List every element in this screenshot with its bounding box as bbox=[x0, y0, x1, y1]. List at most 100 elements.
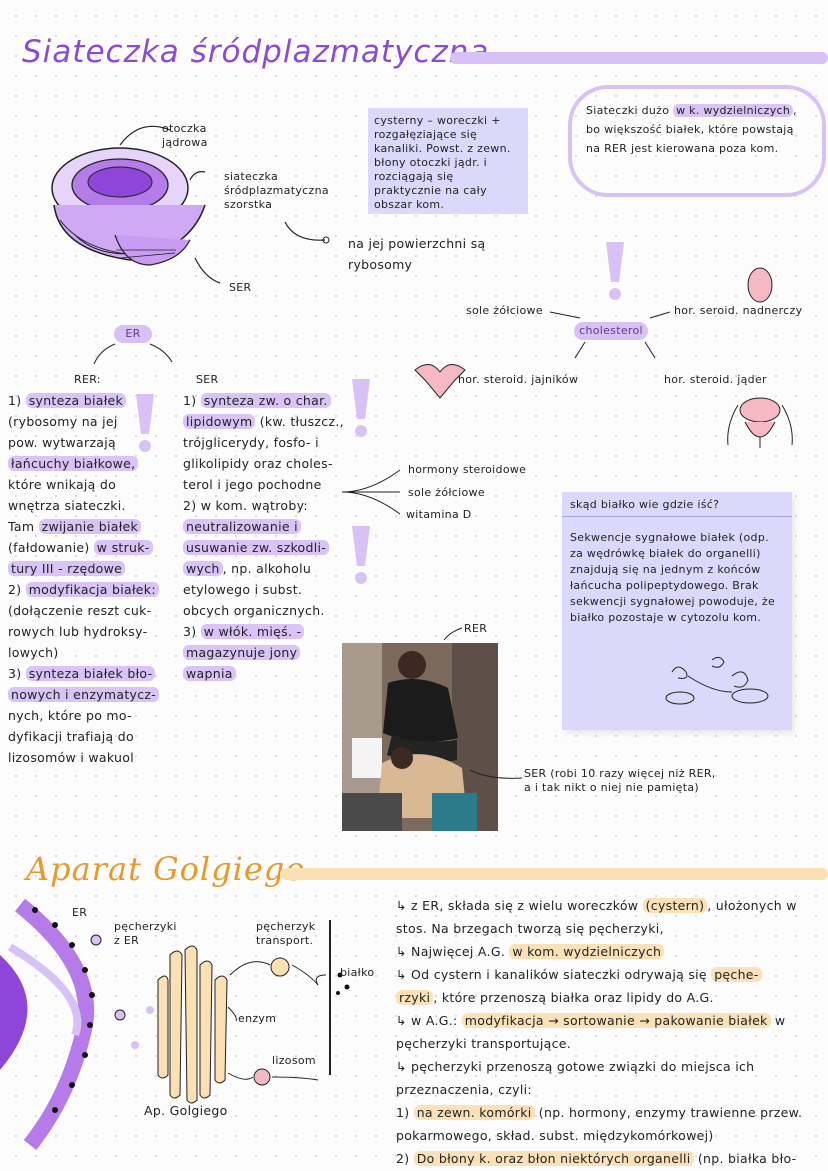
text-segment: rzyki bbox=[396, 990, 434, 1005]
golgi-title-underline bbox=[280, 868, 828, 880]
text-segment: w struk- bbox=[93, 540, 153, 555]
text-line: 2) modyfikacja białek: bbox=[8, 579, 168, 600]
text-segment: , np. alkoholu bbox=[222, 561, 312, 576]
text-line: ↳ Najwięcej A.G. w kom. wydzielniczych bbox=[396, 940, 828, 963]
text-line: wnętrza siateczki. bbox=[8, 495, 168, 516]
text-line: (fałdowanie) w struk- bbox=[8, 537, 168, 558]
text-segment: trójglicerydy, fosfo- i bbox=[183, 435, 319, 450]
golgi-label-pecherzyki: pęcherzyki z ER bbox=[114, 920, 177, 947]
text-segment: 2) bbox=[8, 582, 26, 597]
text-segment: neutralizowanie i bbox=[183, 519, 301, 534]
er-branch-arrows bbox=[93, 343, 173, 365]
text-segment: ↳ w A.G.: bbox=[396, 1013, 462, 1028]
text-segment: 1) bbox=[183, 393, 201, 408]
sticky-title: skąd białko wie gdzie iść? bbox=[570, 498, 720, 511]
text-line: 3) w włók. mięś. - bbox=[183, 621, 358, 642]
cloud-text-pre: Siateczki dużo bbox=[586, 104, 674, 117]
chol-bile: sole żółciowe bbox=[466, 304, 543, 317]
text-segment: pęche- bbox=[711, 967, 762, 982]
cloud-text-post: , bo większość białek, które powstają na… bbox=[586, 104, 797, 155]
text-segment: nych, które po mo- bbox=[8, 708, 132, 723]
text-line: 2) Do błony k. oraz błon niektórych orga… bbox=[396, 1147, 828, 1170]
text-segment: glikolipidy oraz choles- bbox=[183, 456, 333, 471]
meme-label-rer: RER bbox=[464, 622, 488, 635]
text-segment: stos. Na brzegach tworzą się pęcherzyki, bbox=[396, 921, 664, 936]
text-segment: łańcuchy białkowe, bbox=[8, 456, 139, 471]
text-line: lipidowym (kw. tłuszcz., bbox=[183, 411, 358, 432]
text-segment: magazynuje jony bbox=[183, 645, 301, 660]
text-segment: ↳ Od cystern i kanalików siateczki odryw… bbox=[396, 967, 712, 982]
cholesterol-arrows bbox=[414, 267, 793, 448]
text-segment: synteza białek bło- bbox=[25, 666, 156, 681]
text-segment: modyfikacja → sortowanie → pakowanie bia… bbox=[461, 1013, 771, 1028]
golgi-label-bialko: białko bbox=[340, 966, 375, 979]
text-segment: lizosomów i wakuol bbox=[8, 750, 134, 765]
text-line: ↳ w A.G.: modyfikacja → sortowanie → pak… bbox=[396, 1009, 828, 1032]
branch-witamina: witamina D bbox=[406, 508, 472, 521]
golgi-label-transport: pęcherzyk transport. bbox=[256, 920, 316, 947]
sticky-divider bbox=[562, 516, 792, 517]
text-line: pow. wytwarzają bbox=[8, 432, 168, 453]
text-line: ↳ Od cystern i kanalików siateczki odryw… bbox=[396, 963, 828, 986]
text-segment: (np. hormony, enzymy trawienne przew. bbox=[534, 1105, 803, 1120]
text-line: 2) w kom. wątroby: bbox=[183, 495, 358, 516]
text-segment: nowych i enzymatycz- bbox=[8, 687, 160, 702]
sticky-body: Sekwencje sygnałowe białek (odp. za wędr… bbox=[570, 531, 776, 624]
chol-adrenal: hor. seroid. nadnerczy bbox=[674, 304, 803, 317]
text-line: łańcuchy białkowe, bbox=[8, 453, 168, 474]
meme-photo bbox=[342, 643, 498, 831]
text-segment: (rybosomy na jej bbox=[8, 414, 118, 429]
text-line: 1) synteza białek bbox=[8, 390, 168, 411]
chol-testes: hor. steroid. jąder bbox=[664, 373, 767, 386]
text-segment: usuwanie zw. szkodli- bbox=[183, 540, 330, 555]
text-segment: 3) bbox=[8, 666, 26, 681]
text-segment: 2) w kom. wątroby: bbox=[183, 498, 308, 513]
er-illustration bbox=[51, 125, 330, 284]
golgi-label-lizosom: lizosom bbox=[272, 1054, 316, 1067]
cysterny-note: cysterny – woreczki + rozgałęziające się… bbox=[368, 108, 528, 214]
text-segment: synteza zw. o char. bbox=[200, 393, 331, 408]
label-rybosomy: na jej powierzchni są rybosomy bbox=[348, 236, 486, 272]
text-segment: 2) bbox=[396, 1151, 414, 1166]
text-line: które wnikają do bbox=[8, 474, 168, 495]
golgi-label-name: Ap. Golgiego bbox=[144, 1103, 228, 1118]
text-line: nych, które po mo- bbox=[8, 705, 168, 726]
text-segment: 1) bbox=[8, 393, 26, 408]
text-line: (dołączenie reszt cuk- bbox=[8, 600, 168, 621]
text-line: pęcherzyki transportujące. bbox=[396, 1032, 828, 1055]
text-segment: wnętrza siateczki. bbox=[8, 498, 126, 513]
text-line: pokarmowego, skład. subst. międzykomórko… bbox=[396, 1124, 828, 1147]
text-segment: (kw. tłuszcz., bbox=[255, 414, 344, 429]
text-segment: (np. białka bło- bbox=[693, 1151, 797, 1166]
text-line: nowych i enzymatycz- bbox=[8, 684, 168, 705]
exclamation-icon bbox=[136, 394, 154, 452]
text-segment: lipidowym bbox=[183, 414, 256, 429]
text-line: dyfikacji trafiają do bbox=[8, 726, 168, 747]
text-line: Tam zwijanie białek bbox=[8, 516, 168, 537]
golgi-label-enzym: enzym bbox=[238, 1012, 277, 1025]
text-segment: pęcherzyki transportujące. bbox=[396, 1036, 572, 1051]
text-segment: lowych) bbox=[8, 645, 59, 660]
ser-branch-arrows bbox=[341, 469, 401, 515]
text-segment: zwijanie białek bbox=[38, 519, 142, 534]
meme-arrows bbox=[443, 627, 523, 779]
chol-ovary: hor. steroid. jajników bbox=[458, 373, 579, 386]
text-segment: (dołączenie reszt cuk- bbox=[8, 603, 152, 618]
text-line: rowych lub hydroksy- bbox=[8, 621, 168, 642]
label-otoczka: otoczka jądrowa bbox=[162, 122, 208, 149]
text-line: lizosomów i wakuol bbox=[8, 747, 168, 768]
branch-hormony: hormony steroidowe bbox=[408, 463, 527, 476]
golgi-text: ↳ z ER, składa się z wielu woreczków (cy… bbox=[396, 894, 828, 1170]
text-segment: 1) bbox=[396, 1105, 414, 1120]
text-line: 1) na zewn. komórki (np. hormony, enzymy… bbox=[396, 1101, 828, 1124]
title-underline-bar bbox=[450, 52, 828, 64]
text-segment: (cystern) bbox=[642, 898, 708, 913]
cloud-text-highlight: w k. wydzielniczych bbox=[673, 104, 794, 117]
text-segment: które wnikają do bbox=[8, 477, 117, 492]
text-line: ↳ pęcherzyki przenoszą gotowe związki do… bbox=[396, 1055, 828, 1078]
text-line: neutralizowanie i bbox=[183, 516, 358, 537]
text-line: glikolipidy oraz choles- bbox=[183, 453, 358, 474]
exclamation-icon bbox=[352, 379, 370, 437]
text-line: 1) synteza zw. o char. bbox=[183, 390, 358, 411]
text-line: (rybosomy na jej bbox=[8, 411, 168, 432]
